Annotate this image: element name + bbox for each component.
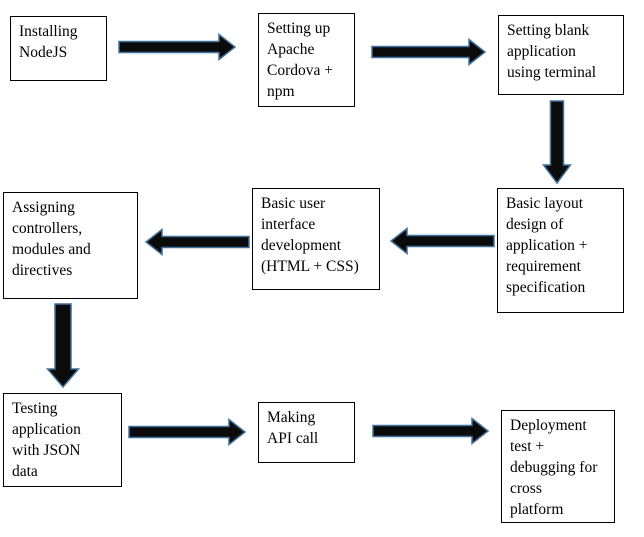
arrow-left-icon-ui-to-controllers <box>144 228 250 256</box>
arrow-down-icon-blank-app-to-layout <box>542 100 572 185</box>
node-label: Setting blank application using terminal <box>507 22 597 81</box>
node-installing-nodejs: Installing NodeJS <box>10 16 107 81</box>
node-basic-ui-development: Basic user interface development (HTML +… <box>252 188 380 290</box>
arrow-left-icon-layout-to-ui <box>389 227 495 255</box>
node-blank-app-terminal: Setting blank application using terminal <box>498 15 624 95</box>
arrow-right-icon-api-to-deployment <box>372 417 490 445</box>
node-making-api-call: Making API call <box>258 402 355 463</box>
node-label: Assigning controllers, modules and direc… <box>12 199 91 279</box>
node-testing-json-data: Testing application with JSON data <box>3 393 122 487</box>
arrow-right-icon-installing-to-cordova <box>118 33 237 61</box>
arrow-right-icon-cordova-to-blank-app <box>371 38 487 66</box>
node-setup-apache-cordova-npm: Setting up Apache Cordova + npm <box>258 13 355 107</box>
node-label: Installing NodeJS <box>19 23 78 61</box>
node-assigning-controllers: Assigning controllers, modules and direc… <box>3 192 138 299</box>
node-label: Making API call <box>267 409 319 447</box>
node-label: Basic user interface development (HTML +… <box>261 195 359 275</box>
arrow-down-icon-controllers-to-testing <box>46 303 80 389</box>
node-basic-layout-design: Basic layout design of application + req… <box>497 188 624 313</box>
node-label: Setting up Apache Cordova + npm <box>267 20 333 100</box>
node-deployment-cross-platform: Deployment test + debugging for cross pl… <box>501 410 615 523</box>
node-label: Testing application with JSON data <box>12 400 81 480</box>
arrow-right-icon-testing-to-api <box>128 418 247 446</box>
node-label: Deployment test + debugging for cross pl… <box>510 417 598 518</box>
node-label: Basic layout design of application + req… <box>506 195 588 296</box>
